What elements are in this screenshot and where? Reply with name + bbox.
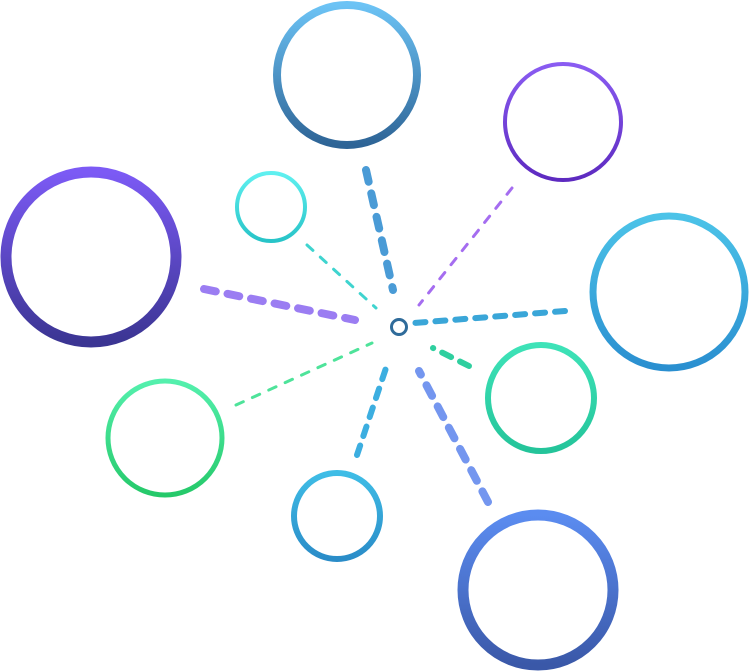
connector-bottom-right: [415, 367, 492, 506]
node-right: [589, 212, 749, 372]
connector-top: [362, 166, 397, 294]
node-top-left-small: [235, 171, 307, 243]
connectors: [200, 166, 568, 506]
connector-right-lower: [430, 345, 472, 369]
node-top-right: [503, 62, 623, 182]
node-bottom: [291, 470, 383, 562]
connector-left-lower: [234, 341, 374, 407]
node-bottom-right: [457, 509, 619, 671]
hub-node: [390, 318, 408, 336]
connector-top-left-small: [305, 243, 378, 310]
node-left: [0, 166, 182, 348]
connector-right: [411, 308, 568, 326]
node-top: [273, 1, 421, 149]
node-right-lower: [485, 342, 597, 454]
connector-left: [200, 285, 359, 324]
connector-top-right: [417, 186, 514, 307]
connector-bottom: [354, 365, 389, 458]
node-left-lower: [105, 378, 225, 498]
